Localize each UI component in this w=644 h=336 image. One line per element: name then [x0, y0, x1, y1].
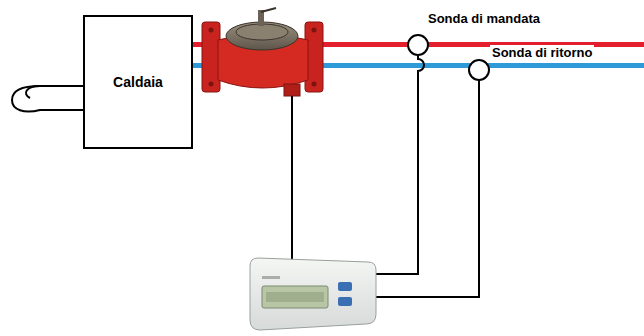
return-probe	[469, 60, 489, 80]
probe-label: Sonda di ritorno	[490, 45, 594, 60]
supply-probe	[408, 35, 428, 55]
heat-calculator	[250, 258, 376, 330]
probe-label: Sonda di mandata	[426, 11, 542, 26]
flow-meter	[202, 8, 323, 96]
node-label: Caldaia	[113, 74, 163, 90]
burner-coil	[12, 86, 84, 112]
boiler-box: Caldaia	[83, 15, 193, 149]
